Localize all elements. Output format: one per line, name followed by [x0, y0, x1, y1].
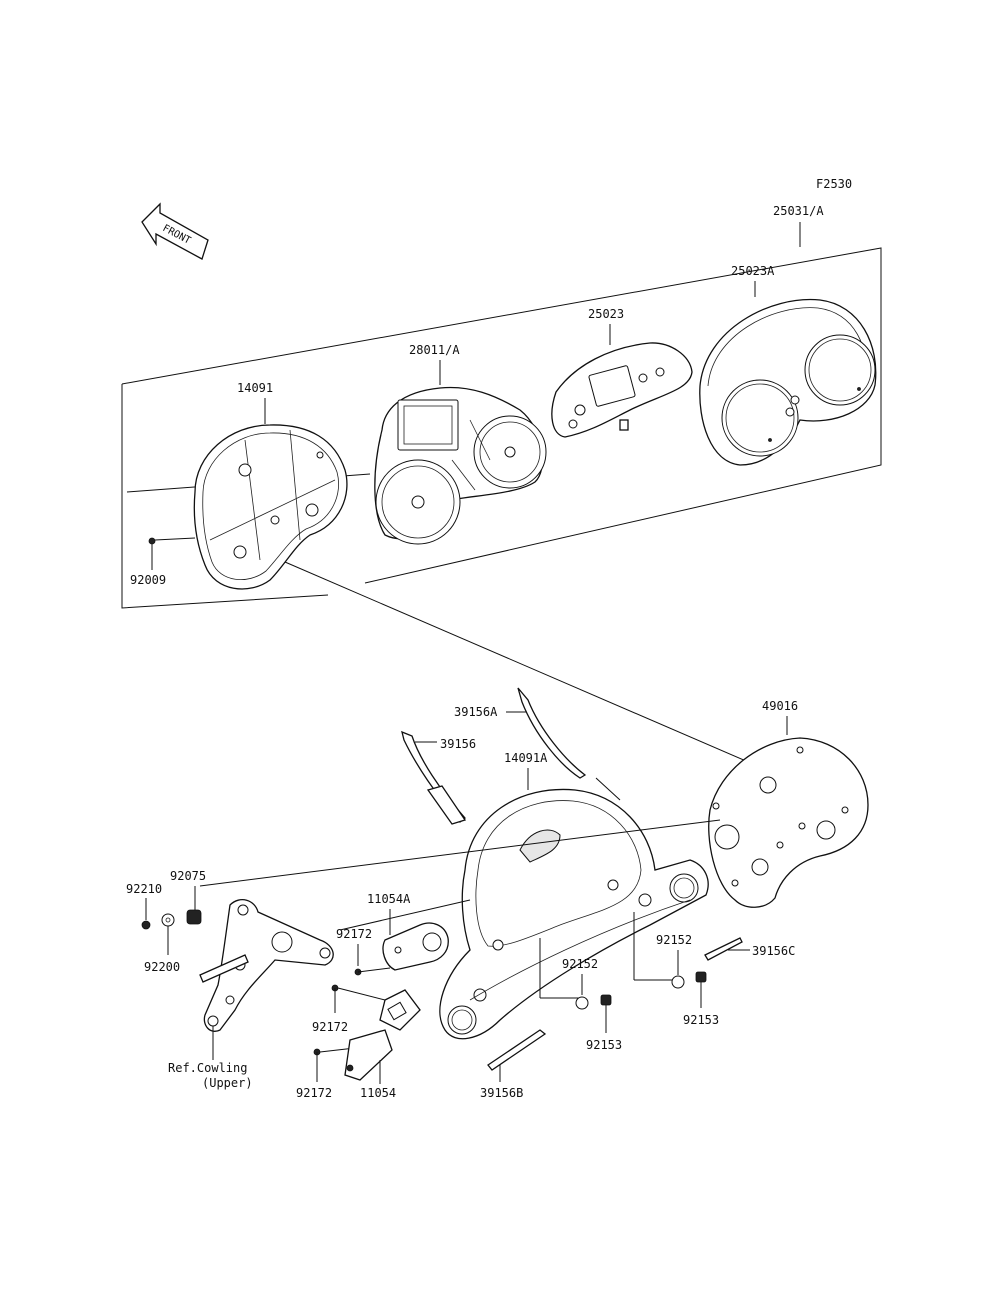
label-11054: 11054 [360, 1086, 396, 1100]
label-28011-A: 28011/A [409, 343, 460, 357]
stay-11054A-part [382, 922, 449, 971]
gasket-part [708, 737, 869, 908]
label-39156: 39156 [440, 737, 476, 751]
bracket-39156-pad [426, 785, 467, 825]
label-39156C: 39156C [752, 944, 795, 958]
case-lower-part [193, 424, 348, 590]
label-92172-a: 92172 [336, 927, 372, 941]
figure-code: F2530 [816, 177, 852, 191]
collar-92152-a [575, 996, 589, 1010]
label-49016: 49016 [762, 699, 798, 713]
ref-cowling-line2: (Upper) [202, 1076, 253, 1090]
ref-cowling-line1: Ref.Cowling [168, 1061, 247, 1075]
washer-92200 [161, 913, 175, 927]
bracket-39156A [517, 687, 587, 779]
bracket-39156C [704, 937, 743, 961]
label-92075: 92075 [170, 869, 206, 883]
stay-11054-part [344, 989, 421, 1081]
label-11054A: 11054A [367, 892, 411, 906]
cover-part [551, 342, 693, 438]
case-upper-part [699, 298, 877, 466]
label-25023: 25023 [588, 307, 624, 321]
nut-92210 [141, 920, 151, 930]
damper-92075 [186, 909, 202, 925]
meter-part [374, 386, 547, 545]
bolt-92153-a [600, 994, 612, 1006]
collar-92152-b [671, 975, 685, 989]
front-arrow-icon: FRONT [141, 202, 209, 260]
label-14091: 14091 [237, 381, 273, 395]
bolt-92153-b [695, 971, 707, 983]
label-25031-A: 25031/A [773, 204, 824, 218]
cowling-bracket-part [199, 899, 334, 1032]
label-92153-b: 92153 [683, 1013, 719, 1027]
label-92172-b: 92172 [312, 1020, 348, 1034]
label-39156A: 39156A [454, 705, 498, 719]
label-14091A: 14091A [504, 751, 548, 765]
bracket-39156B [487, 1029, 547, 1071]
label-92152-b: 92152 [656, 933, 692, 947]
label-92152-a: 92152 [562, 957, 598, 971]
screw-92009 [148, 537, 156, 570]
label-92172-c: 92172 [296, 1086, 332, 1100]
label-92200: 92200 [144, 960, 180, 974]
cover-lower-part [439, 788, 709, 1040]
label-92210: 92210 [126, 882, 162, 896]
label-92009: 92009 [130, 573, 166, 587]
label-92153-a: 92153 [586, 1038, 622, 1052]
label-39156B: 39156B [480, 1086, 523, 1100]
label-25023A: 25023A [731, 264, 775, 278]
